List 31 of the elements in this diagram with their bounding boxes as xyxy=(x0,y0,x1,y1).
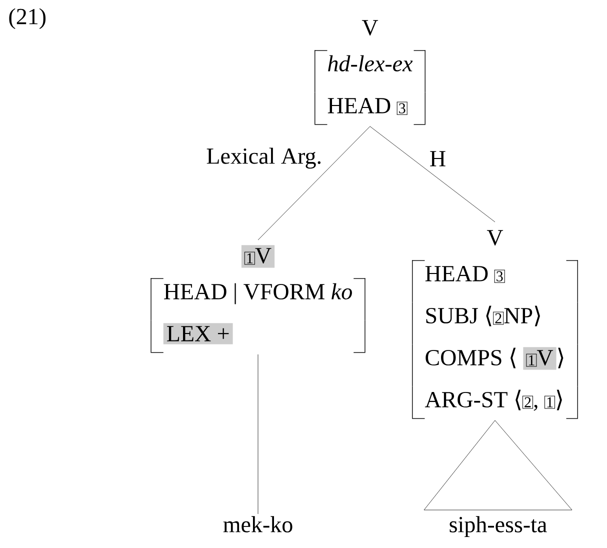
node-label: 1 xyxy=(247,253,253,264)
feature-structure: V hd-lex-ex HEAD 3 xyxy=(314,20,426,125)
node-label: NP xyxy=(504,308,532,324)
node-label: ARG-ST xyxy=(424,392,508,408)
node-label: 2 xyxy=(495,313,502,324)
node-label: COMPS xyxy=(426,350,502,366)
word: mek-ko xyxy=(223,516,292,532)
node-label: ⟩ xyxy=(534,306,540,326)
node-label: ⟨ xyxy=(516,390,521,410)
node-label: ⟩ xyxy=(556,390,562,410)
node-label: 1 xyxy=(547,397,553,408)
word: siph-ess-ta xyxy=(450,516,547,538)
node-label: HEAD | VFORM ko xyxy=(164,283,352,304)
node-label: 2 xyxy=(524,397,531,408)
node-label: ⟨ xyxy=(486,306,492,326)
edge-label: Lexical Arg. xyxy=(206,148,320,169)
edge-label: H xyxy=(430,151,446,166)
node-label: SUBJ xyxy=(426,308,478,324)
node-label: HEAD xyxy=(425,266,488,282)
node-label: 3 xyxy=(496,271,503,282)
node-label: V xyxy=(486,230,504,246)
feature-structure: 1V HEAD | VFORM ko LEX + xyxy=(150,245,366,353)
triangle-branch xyxy=(424,420,572,510)
tree-branch xyxy=(370,126,496,222)
node-label: V xyxy=(255,248,272,264)
example-number: (21) xyxy=(9,8,46,30)
feature-structure: V HEAD 3 SUBJ ⟨ 2NP⟩ COMPS ⟨ 1V ⟩ ARG-ST ⟨ 2, 1 ⟩ xyxy=(412,230,578,419)
node-label: , xyxy=(534,404,538,411)
node-label: ⟩ xyxy=(558,348,564,368)
node-label: ⟨ xyxy=(510,348,516,368)
tree-branch xyxy=(258,126,370,240)
